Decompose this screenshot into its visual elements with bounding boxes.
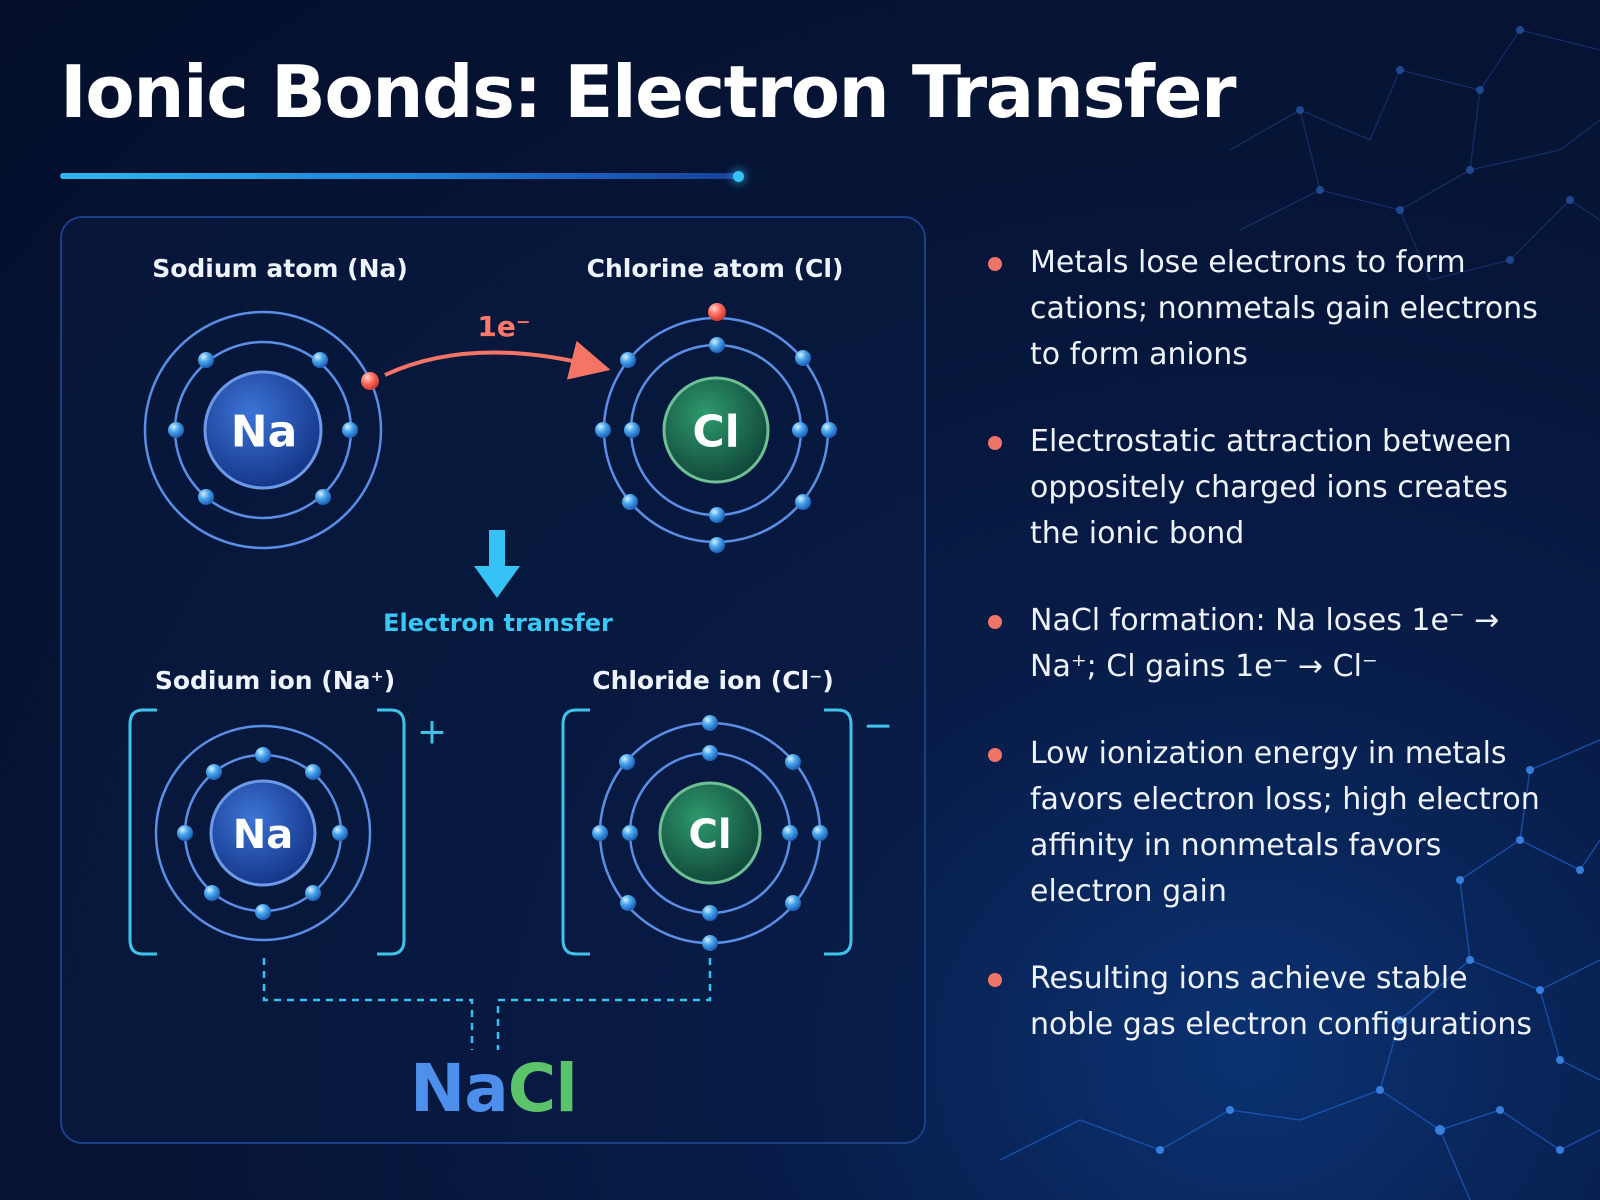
electron xyxy=(206,764,222,780)
electron xyxy=(795,494,811,510)
bullet-icon xyxy=(988,257,1002,271)
sodium-ion-label: Sodium ion (Na⁺) xyxy=(154,666,396,695)
electron xyxy=(315,489,331,505)
sodium-atom-label: Sodium atom (Na) xyxy=(152,254,408,283)
electron xyxy=(702,745,718,761)
formula-na: Na xyxy=(410,1050,509,1127)
fact-text: NaCl formation: Na loses 1e⁻ → Na⁺; Cl g… xyxy=(1030,603,1500,684)
electron xyxy=(305,885,321,901)
sodium-atom-symbol: Na xyxy=(230,406,298,458)
page-title: Ionic Bonds: Electron Transfer xyxy=(60,50,1236,134)
electron xyxy=(312,352,328,368)
electron xyxy=(785,754,801,770)
bullet-icon xyxy=(988,748,1002,762)
transfer-arrow xyxy=(384,340,611,380)
electron xyxy=(595,422,611,438)
chlorine-atom-label: Chlorine atom (Cl) xyxy=(586,254,844,283)
electron xyxy=(619,754,635,770)
left-bracket xyxy=(128,708,157,956)
chlorine-atom xyxy=(595,303,837,553)
transferred-electron xyxy=(708,303,726,321)
fact-text: Low ionization energy in metals favors e… xyxy=(1030,736,1540,909)
electron xyxy=(198,352,214,368)
sodium-ion xyxy=(128,708,406,956)
electron xyxy=(812,825,828,841)
transferred-electron xyxy=(361,372,379,390)
electron xyxy=(622,494,638,510)
fact-text: Electrostatic attraction between opposit… xyxy=(1030,424,1512,551)
electron xyxy=(198,489,214,505)
electron xyxy=(332,825,348,841)
electron xyxy=(168,422,184,438)
electron xyxy=(177,825,193,841)
electron xyxy=(255,904,271,920)
electron xyxy=(702,715,718,731)
electron xyxy=(255,747,271,763)
bullet-icon xyxy=(988,973,1002,987)
electron xyxy=(702,935,718,951)
chloride-ion-symbol: Cl xyxy=(688,812,732,858)
electron xyxy=(709,337,725,353)
fact-item: Low ionization energy in metals favors e… xyxy=(980,731,1540,915)
chloride-ion-charge: − xyxy=(862,705,894,747)
left-bracket xyxy=(561,708,590,956)
down-arrow-icon xyxy=(474,530,520,598)
electron-label: 1e⁻ xyxy=(477,310,531,343)
product-formula: NaCl xyxy=(410,1050,578,1127)
bullet-icon xyxy=(988,615,1002,629)
chloride-ion xyxy=(561,708,853,956)
fact-item: Resulting ions achieve stable noble gas … xyxy=(980,956,1540,1048)
facts-list: Metals lose electrons to form cations; n… xyxy=(980,240,1540,1048)
bullet-icon xyxy=(988,436,1002,450)
electron xyxy=(305,764,321,780)
chlorine-atom-symbol: Cl xyxy=(692,406,740,458)
electron xyxy=(709,537,725,553)
electron xyxy=(782,825,798,841)
fact-item: NaCl formation: Na loses 1e⁻ → Na⁺; Cl g… xyxy=(980,598,1540,690)
electron xyxy=(702,905,718,921)
electron xyxy=(792,422,808,438)
sodium-ion-symbol: Na xyxy=(232,812,294,858)
fact-item: Metals lose electrons to form cations; n… xyxy=(980,240,1540,378)
electron xyxy=(620,352,636,368)
fact-text: Metals lose electrons to form cations; n… xyxy=(1030,245,1538,372)
right-bracket xyxy=(824,708,853,956)
electron xyxy=(620,895,636,911)
electron xyxy=(795,350,811,366)
electron xyxy=(821,422,837,438)
diagram-panel xyxy=(60,216,926,1144)
fact-text: Resulting ions achieve stable noble gas … xyxy=(1030,961,1533,1042)
bond-connector-lines xyxy=(262,958,712,1050)
title-underline-dot xyxy=(733,171,744,182)
right-bracket xyxy=(377,708,406,956)
electron xyxy=(622,825,638,841)
electron xyxy=(709,507,725,523)
electron xyxy=(785,895,801,911)
chloride-ion-label: Chloride ion (Cl⁻) xyxy=(592,666,834,695)
fact-item: Electrostatic attraction between opposit… xyxy=(980,419,1540,557)
electron xyxy=(204,885,220,901)
electron xyxy=(342,422,358,438)
sodium-ion-charge: + xyxy=(416,711,448,753)
sodium-atom xyxy=(143,310,383,550)
formula-cl: Cl xyxy=(507,1050,578,1127)
electron xyxy=(592,825,608,841)
electron xyxy=(624,422,640,438)
electron-transfer-label: Electron transfer xyxy=(383,609,613,637)
title-underline xyxy=(60,173,740,179)
